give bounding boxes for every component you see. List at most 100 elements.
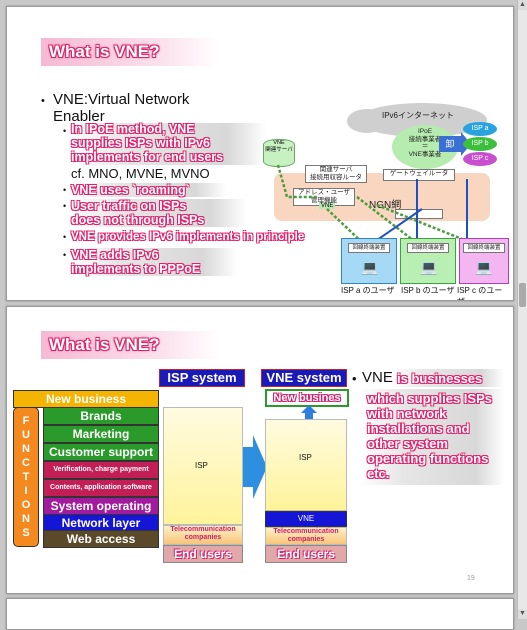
vne-block: VNE — [265, 511, 347, 527]
terminal-c-box: 回線終端装置 — [463, 243, 505, 253]
sub-bullet-3-line2: does not through ISPs — [71, 213, 205, 227]
isp-block-label: ISP — [195, 461, 208, 470]
functions-letter: I — [24, 485, 28, 497]
scroll-down-icon[interactable]: ▼ — [518, 609, 527, 619]
sub-bullet-3-line1: User traffic on ISPs — [71, 199, 187, 213]
relay-line: 関連サーバ — [319, 166, 353, 173]
relay-router-box: 関連サーバ 接続用収容ルータ — [305, 165, 367, 183]
contents-box: Contents, application software — [43, 479, 159, 497]
functions-letter: C — [22, 457, 30, 469]
sub-dot: • — [63, 185, 67, 195]
functions-letter: O — [21, 499, 31, 511]
telecom-line: Telecommunication — [273, 528, 339, 535]
ipoe-line: IPoE — [417, 128, 433, 135]
arrow-body — [243, 447, 253, 487]
end-users-box-2: End users — [265, 545, 347, 563]
gateway-box: ゲートウェイルータ — [383, 169, 455, 181]
network-diagram: IPv6インターネット IPoE 接続事業者 ＝ VNE事業者 卸 ISP a … — [257, 97, 509, 300]
isp-c-ellipse: ISP c — [463, 152, 497, 166]
vne-server-line: VNE — [273, 140, 285, 146]
slide-1: What is VNE? • VNE:Virtual Network Enabl… — [6, 6, 514, 301]
desc-line: etc. — [367, 466, 390, 481]
functions-letter: U — [22, 429, 30, 441]
sub-bullet-2: VNE uses `roaming` — [71, 183, 190, 197]
slide-3-partial — [6, 598, 514, 630]
terminal-a-box: 回線終端装置 — [348, 243, 390, 253]
verification-box: Verification, charge payment — [43, 461, 159, 479]
addr-line: アドレス・ユーザ — [298, 189, 350, 196]
right-arrow-icon — [253, 435, 267, 499]
scroll-thumb[interactable] — [519, 283, 526, 307]
blur-bg — [67, 123, 267, 165]
user-c-label: ISP c のユーザ — [457, 286, 503, 300]
sub-dot: • — [63, 232, 67, 242]
blur-bg — [67, 183, 227, 197]
system-operating-box: System operating — [43, 497, 159, 515]
blur-bg — [67, 248, 237, 276]
relay-line: 接続用収容ルータ — [310, 174, 362, 181]
sub-bullet-5-line1: VNE adds IPv6 — [71, 248, 159, 262]
ipoe-line: VNE事業者 — [408, 150, 442, 158]
telecom-line: companies — [184, 534, 222, 541]
cf-line: cf. MNO, MVNE, MVNO — [71, 166, 210, 181]
vertical-scrollbar[interactable]: ▲ ▼ — [517, 0, 527, 619]
isp-block-2-label: ISP — [299, 453, 312, 462]
ipoe-line: ＝ — [421, 143, 429, 150]
vne-small-label: VNE — [319, 203, 336, 209]
sub-bullet-5-line2: implements to PPPoE — [71, 262, 201, 276]
bullet-dot: • — [352, 371, 357, 386]
wholesale-arrow: 卸 — [439, 136, 461, 152]
bullet-dot: • — [41, 95, 45, 107]
telecom-line: Telecommunication — [170, 526, 236, 533]
new-busines-box: New busines — [265, 389, 349, 407]
telecom-line: companies — [287, 536, 325, 543]
new-business-box: New business — [13, 390, 159, 408]
sub-dot: • — [63, 201, 67, 211]
sub-bullet-1-line3: implements for end users — [71, 150, 224, 164]
sub-dot: • — [63, 250, 67, 260]
up-arrow-icon — [301, 405, 317, 413]
cloud-shape — [347, 109, 387, 133]
end-users-box-1: End users — [163, 545, 243, 563]
up-arrow-body — [305, 413, 313, 419]
functions-letter: N — [22, 513, 30, 525]
ngn-inner-box — [395, 209, 443, 219]
description-block: which supplies ISPs with network install… — [367, 391, 492, 481]
slide-2-title: What is VNE? — [41, 331, 219, 359]
customer-support-box: Customer support — [43, 443, 159, 461]
bullet-vne: VNE — [362, 369, 393, 386]
ipoe-line: 接続事業者 — [408, 135, 442, 143]
sub-bullet-4: VNE provides IPv6 implements in principl… — [71, 231, 305, 243]
sub-bullet-1-line1: In IPoE method, VNE — [71, 122, 195, 136]
user-b-label: ISP b のユーザ — [401, 286, 455, 295]
user-a-label: ISP a のユーザ — [341, 286, 395, 295]
addr-line: 管理機能 — [311, 197, 337, 204]
network-layer-box: Network layer — [43, 514, 159, 531]
isp-block — [163, 407, 243, 525]
desc-line: which supplies ISPs — [367, 391, 492, 406]
isp-system-header: ISP system — [159, 369, 245, 387]
vne-server: VNE 関連サーバ — [263, 139, 295, 167]
desc-line: other system — [367, 436, 448, 451]
isp-block-2 — [265, 419, 347, 511]
telecom-box-1: Telecommunication companies — [163, 525, 243, 545]
blur-bg — [67, 199, 247, 227]
main-bullet-cont: Enabler — [53, 108, 105, 125]
scroll-up-icon[interactable]: ▲ — [518, 0, 527, 10]
ngn-label: NGN網 — [369, 200, 402, 211]
laptop-icon: 💻 — [361, 259, 379, 275]
functions-letter: T — [22, 471, 30, 483]
functions-letter: F — [22, 415, 30, 427]
marketing-box: Marketing — [43, 425, 159, 443]
slide-1-title: What is VNE? — [41, 38, 219, 66]
isp-a-ellipse: ISP a — [463, 122, 497, 136]
terminal-b-box: 回線終端装置 — [407, 243, 449, 253]
laptop-icon: 💻 — [475, 259, 493, 275]
brands-box: Brands — [43, 407, 159, 425]
cloud-label: IPv6インターネット — [382, 111, 455, 120]
laptop-icon: 💻 — [420, 259, 438, 275]
desc-line: operating functions — [367, 451, 489, 466]
desc-line: with network — [367, 406, 447, 421]
